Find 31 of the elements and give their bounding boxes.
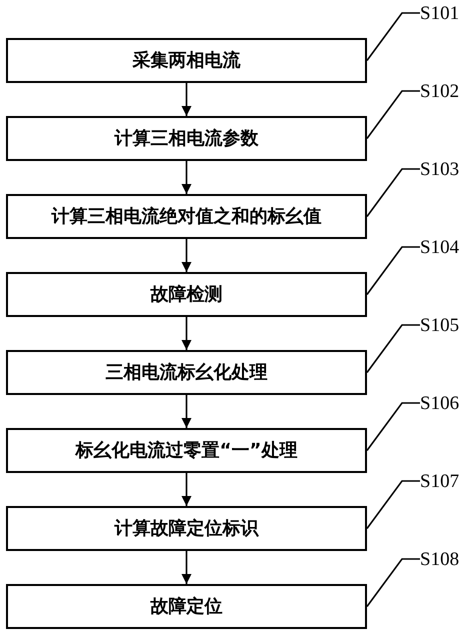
arrow <box>182 83 192 116</box>
step-number: S108 <box>420 547 460 571</box>
leader-line <box>366 558 420 607</box>
step-number: S104 <box>420 235 460 259</box>
leader-line <box>366 246 420 295</box>
arrow <box>182 473 192 506</box>
process-box: 故障定位 <box>6 584 367 629</box>
arrow <box>182 395 192 428</box>
leader-line <box>366 324 420 373</box>
process-box: 采集两相电流 <box>6 38 367 83</box>
arrow <box>182 161 192 194</box>
step-number: S103 <box>420 157 460 181</box>
step-number: S105 <box>420 313 460 337</box>
leader-line <box>366 90 420 139</box>
leader-line <box>366 12 420 61</box>
process-box: 三相电流标幺化处理 <box>6 350 367 395</box>
process-box: 计算三相电流绝对值之和的标幺值 <box>6 194 367 239</box>
arrow <box>182 239 192 272</box>
arrow <box>182 551 192 584</box>
leader-line <box>366 480 420 529</box>
arrow <box>182 317 192 350</box>
step-number: S107 <box>420 469 460 493</box>
process-box: 计算三相电流参数 <box>6 116 367 161</box>
step-number: S106 <box>420 391 460 415</box>
process-box: 计算故障定位标识 <box>6 506 367 551</box>
step-number: S101 <box>420 1 460 25</box>
process-box: 故障检测 <box>6 272 367 317</box>
process-box: 标幺化电流过零置“一”处理 <box>6 428 367 473</box>
leader-line <box>366 168 420 217</box>
step-number: S102 <box>420 79 460 103</box>
leader-line <box>366 402 420 451</box>
